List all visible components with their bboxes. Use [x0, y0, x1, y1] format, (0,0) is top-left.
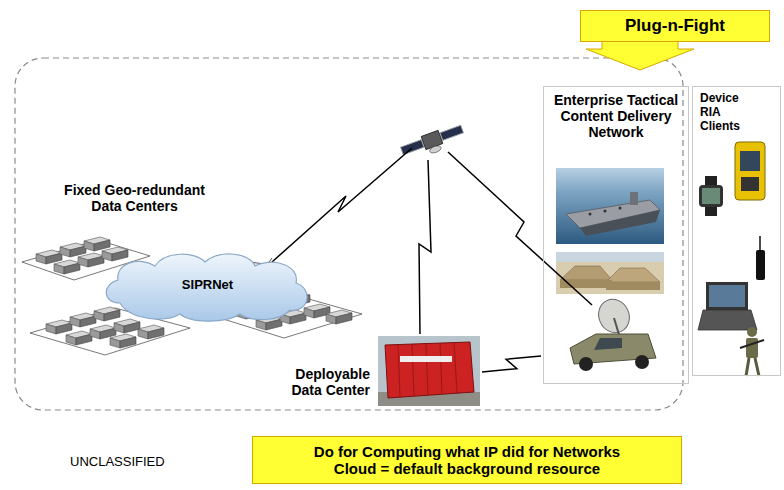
- aircraft: [619, 207, 622, 210]
- node-text: Deployable Data Center: [262, 366, 370, 398]
- client-panel: Device RIA Clients: [692, 86, 781, 376]
- handheld-screen: [740, 151, 760, 171]
- node-text: Plug-n-Fight: [625, 16, 725, 36]
- server-rack: [36, 250, 62, 264]
- node-text: SIPRNet: [182, 278, 233, 293]
- shipping-container: [385, 342, 474, 398]
- server-rack: [90, 325, 116, 339]
- container-rib: [398, 345, 400, 397]
- carrier-hull: [580, 210, 660, 236]
- soldier-leg: [755, 358, 759, 376]
- aircraft: [589, 213, 592, 216]
- rifle: [740, 340, 764, 348]
- server-rack: [138, 325, 164, 339]
- laptop-screen: [706, 282, 748, 310]
- data-center-node: Deployable Data Center: [262, 336, 480, 408]
- server-rack: [46, 320, 72, 334]
- satellite: [400, 122, 467, 163]
- server-rack: [60, 243, 86, 257]
- site-label: Fixed Geo-redundant Data Centers: [52, 182, 217, 214]
- radio-link: [272, 148, 412, 262]
- laptop-display: [709, 285, 745, 307]
- soldier-head: [747, 327, 757, 337]
- carrier-island: [630, 192, 638, 205]
- container-rib: [412, 344, 414, 396]
- server-rack: [110, 334, 136, 348]
- solar-panel: [440, 125, 463, 140]
- handheld-keypad: [741, 177, 759, 191]
- node-text: Device RIA Clients: [700, 92, 756, 133]
- server-rack: [114, 319, 140, 333]
- radio-link: [448, 152, 592, 305]
- server-rack: [102, 247, 128, 261]
- photo-sky: [378, 336, 480, 406]
- container-rib: [454, 343, 457, 393]
- tent: [560, 266, 612, 280]
- server-rack: [84, 237, 110, 251]
- container-marking: [400, 356, 452, 362]
- soldier-leg: [746, 358, 749, 376]
- server-rack: [78, 253, 104, 267]
- classification-mark: UNCLASSIFIED: [70, 455, 200, 470]
- server-rack: [54, 260, 80, 274]
- tent: [606, 268, 660, 282]
- watch-screen: [702, 188, 720, 204]
- cloud-boundary: [15, 58, 683, 410]
- humvee-window: [594, 338, 622, 350]
- cloud-shape: SIPRNet: [100, 248, 315, 323]
- handheld-radio: [756, 250, 765, 280]
- handheld-device: [735, 142, 765, 200]
- node-text: Do for Computing what IP did for Network…: [314, 443, 620, 460]
- wheel: [579, 357, 593, 371]
- container-rib: [440, 343, 442, 394]
- server-rack: [94, 307, 120, 321]
- node-text: Enterprise Tactical Content Delivery Net…: [551, 92, 681, 140]
- radio-link: [419, 160, 431, 334]
- laptop-base: [698, 310, 757, 330]
- server-rack: [70, 313, 96, 327]
- satellite-antenna: [429, 145, 442, 155]
- node-text: Cloud = default background resource: [334, 460, 600, 477]
- wrist-device: [699, 185, 723, 207]
- cloud-path: [106, 254, 307, 321]
- camp-sky: [556, 252, 664, 262]
- radio-antenna: [759, 236, 761, 250]
- tent-wall: [606, 282, 660, 290]
- server-rack: [326, 310, 352, 324]
- container-rib: [426, 344, 428, 395]
- banner-box: Plug-n-Fight: [580, 10, 770, 42]
- vehicle-dish: [593, 294, 635, 337]
- solar-panel: [401, 140, 424, 155]
- network-panel: Enterprise Tactical Content Delivery Net…: [543, 86, 689, 384]
- block-arrow: [586, 40, 694, 70]
- soldier-body: [746, 338, 758, 358]
- aircraft: [604, 210, 607, 213]
- server-rack: [66, 331, 92, 345]
- carrier-photo: [556, 168, 664, 244]
- radio-link: [482, 356, 541, 372]
- wheel: [635, 355, 649, 369]
- message-box: Do for Computing what IP did for Network…: [252, 436, 682, 484]
